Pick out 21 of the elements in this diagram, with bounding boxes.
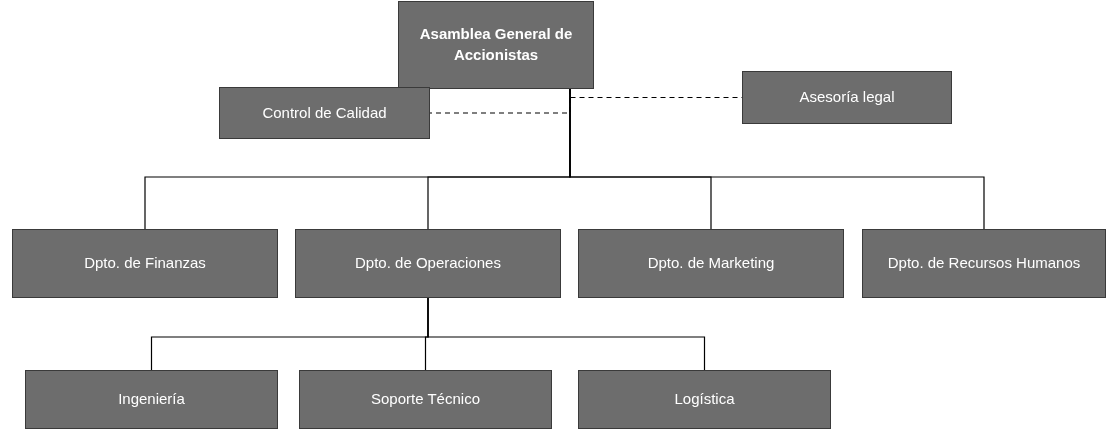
box-label: Ingeniería (118, 390, 185, 409)
connector-line (427, 297, 706, 371)
box-label: Dpto. de Operaciones (355, 254, 501, 273)
org-box (742, 71, 952, 124)
box-label: Logística (674, 390, 735, 409)
box-label: Dpto. de Finanzas (84, 254, 206, 273)
box-label: Dpto. de Recursos Humanos (887, 254, 1081, 273)
box-label: Asesoría legal (799, 88, 895, 107)
box-label: Soporte Técnico (371, 390, 480, 409)
org-box (398, 1, 594, 89)
org-box (578, 229, 844, 298)
box-label: Dpto. de Marketing (647, 254, 775, 273)
box-label: Asamblea General de Accionistas (418, 24, 574, 65)
org-box (295, 229, 561, 298)
org-box (862, 229, 1106, 298)
org-box (299, 370, 552, 429)
org-box (12, 229, 278, 298)
org-box (25, 370, 278, 429)
org-box (219, 87, 430, 139)
box-label: Control de Calidad (262, 103, 387, 123)
org-box (578, 370, 831, 429)
